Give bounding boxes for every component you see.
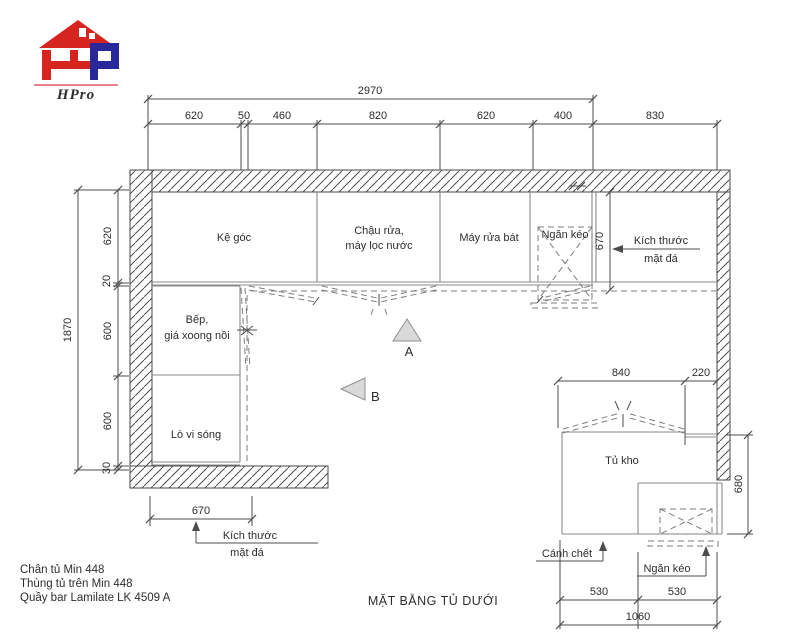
stone-size-note-top-1: Kích thước (634, 235, 689, 247)
counter-depth-bottom-left: 670 Kích thước mặt đá (145, 496, 318, 559)
walls (129, 169, 731, 489)
drawing-notes: Chân tủ Min 448 Thùng tủ trên Min 448 Qu… (20, 564, 171, 604)
dead-panel-leader: Cánh chết (536, 541, 607, 562)
dim-top-seg-400: 400 (554, 110, 572, 122)
note-line-2: Thùng tủ trên Min 448 (20, 578, 133, 590)
cabinet-label-stove-2: giá xoong nồi (164, 330, 229, 342)
section-marker-b: B (339, 377, 380, 404)
dim-left-seg-600b: 600 (102, 412, 114, 430)
section-b-triangle (339, 377, 366, 401)
dim-top-seg-50: 50 (238, 110, 250, 122)
counter-depth-right: 670 Kích thước mặt đá (594, 187, 700, 295)
section-a-label: A (405, 344, 414, 359)
bar-top-dimensions: 840 220 (553, 367, 722, 445)
dim-bar-680: 680 (733, 475, 745, 493)
drawer-bottom-leader: Ngăn kéo (637, 546, 710, 577)
small-gap-dimension (568, 181, 586, 191)
note-line-3: Quầy bar Lamilate LK 4509 A (20, 592, 171, 604)
dim-top-seg-620b: 620 (477, 110, 495, 122)
dim-bar-840: 840 (612, 367, 630, 379)
dim-left-seg-30: 30 (101, 462, 113, 474)
cabinet-label-drawer-top: Ngăn kéo (541, 229, 588, 241)
section-a-triangle (392, 318, 422, 342)
stone-size-note-top-2: mặt đá (644, 253, 679, 265)
top-dimensions: 2970 620 50 460 820 620 400 830 (143, 85, 722, 170)
dim-left-seg-620: 620 (102, 227, 114, 245)
upper-cabinet-run: Kệ góc Chậu rửa, máy lọc nước Máy rửa bá… (152, 192, 716, 286)
dim-counter-depth-right: 670 (594, 232, 606, 250)
drawing-title: MẶT BẰNG TỦ DƯỚI (368, 593, 498, 608)
dim-top-seg-460: 460 (273, 110, 291, 122)
bar-bottom-dimensions: 530 530 1060 (555, 540, 722, 630)
cabinet-label-corner-shelf: Kệ góc (217, 232, 252, 244)
cabinet-label-microwave: Lò vi sóng (171, 429, 221, 441)
wall-bottom-left (129, 465, 329, 489)
cabinet-label-dishwasher: Máy rửa bát (459, 232, 518, 244)
dim-top-seg-620a: 620 (185, 110, 203, 122)
wall-right (716, 191, 731, 481)
wall-left (129, 169, 153, 489)
dim-bottom-530b: 530 (668, 586, 686, 598)
stone-size-note-bottom-2: mặt đá (230, 547, 265, 559)
dim-bar-220: 220 (692, 367, 710, 379)
dead-panel-label: Cánh chết (542, 548, 592, 560)
stone-size-note-bottom-1: Kích thước (223, 530, 278, 542)
wall-top (129, 169, 731, 193)
storage-bar-cabinet: Tủ kho (561, 400, 723, 535)
section-marker-a: A (392, 318, 422, 359)
dim-top-total: 2970 (358, 85, 382, 97)
dim-counter-depth-bottom: 670 (192, 505, 210, 517)
dim-bottom-530a: 530 (590, 586, 608, 598)
cabinet-label-stove-1: Bếp, (186, 314, 209, 326)
section-b-label: B (371, 389, 380, 404)
left-dimensions: 1870 620 20 600 600 30 (62, 185, 129, 475)
drawer-bottom-label: Ngăn kéo (643, 563, 690, 575)
dim-top-seg-820: 820 (369, 110, 387, 122)
dim-left-total: 1870 (62, 318, 74, 342)
cabinet-label-sink-1: Chậu rửa, (354, 225, 404, 237)
upper-drawer-unit: Ngăn kéo (530, 226, 598, 309)
dim-left-seg-20: 20 (101, 275, 113, 287)
dim-left-seg-600a: 600 (102, 322, 114, 340)
left-cabinet-column: Bếp, giá xoong nồi Lò vi sóng (152, 285, 241, 466)
logo-roof (39, 20, 117, 48)
cabinet-label-storage: Tủ kho (605, 455, 639, 467)
cabinet-label-sink-2: máy lọc nước (345, 240, 413, 252)
door-swing-marks (237, 285, 591, 369)
company-logo: HPro (34, 20, 119, 103)
logo-brand-text: HPro (56, 87, 95, 103)
bottom-drawer-unit (647, 508, 719, 547)
dim-bottom-1060: 1060 (626, 611, 650, 623)
note-line-1: Chân tủ Min 448 (20, 564, 104, 576)
bar-height-dimension: 680 (726, 430, 753, 539)
dim-top-seg-830: 830 (646, 110, 664, 122)
countertop-dashed-edge (246, 290, 716, 462)
